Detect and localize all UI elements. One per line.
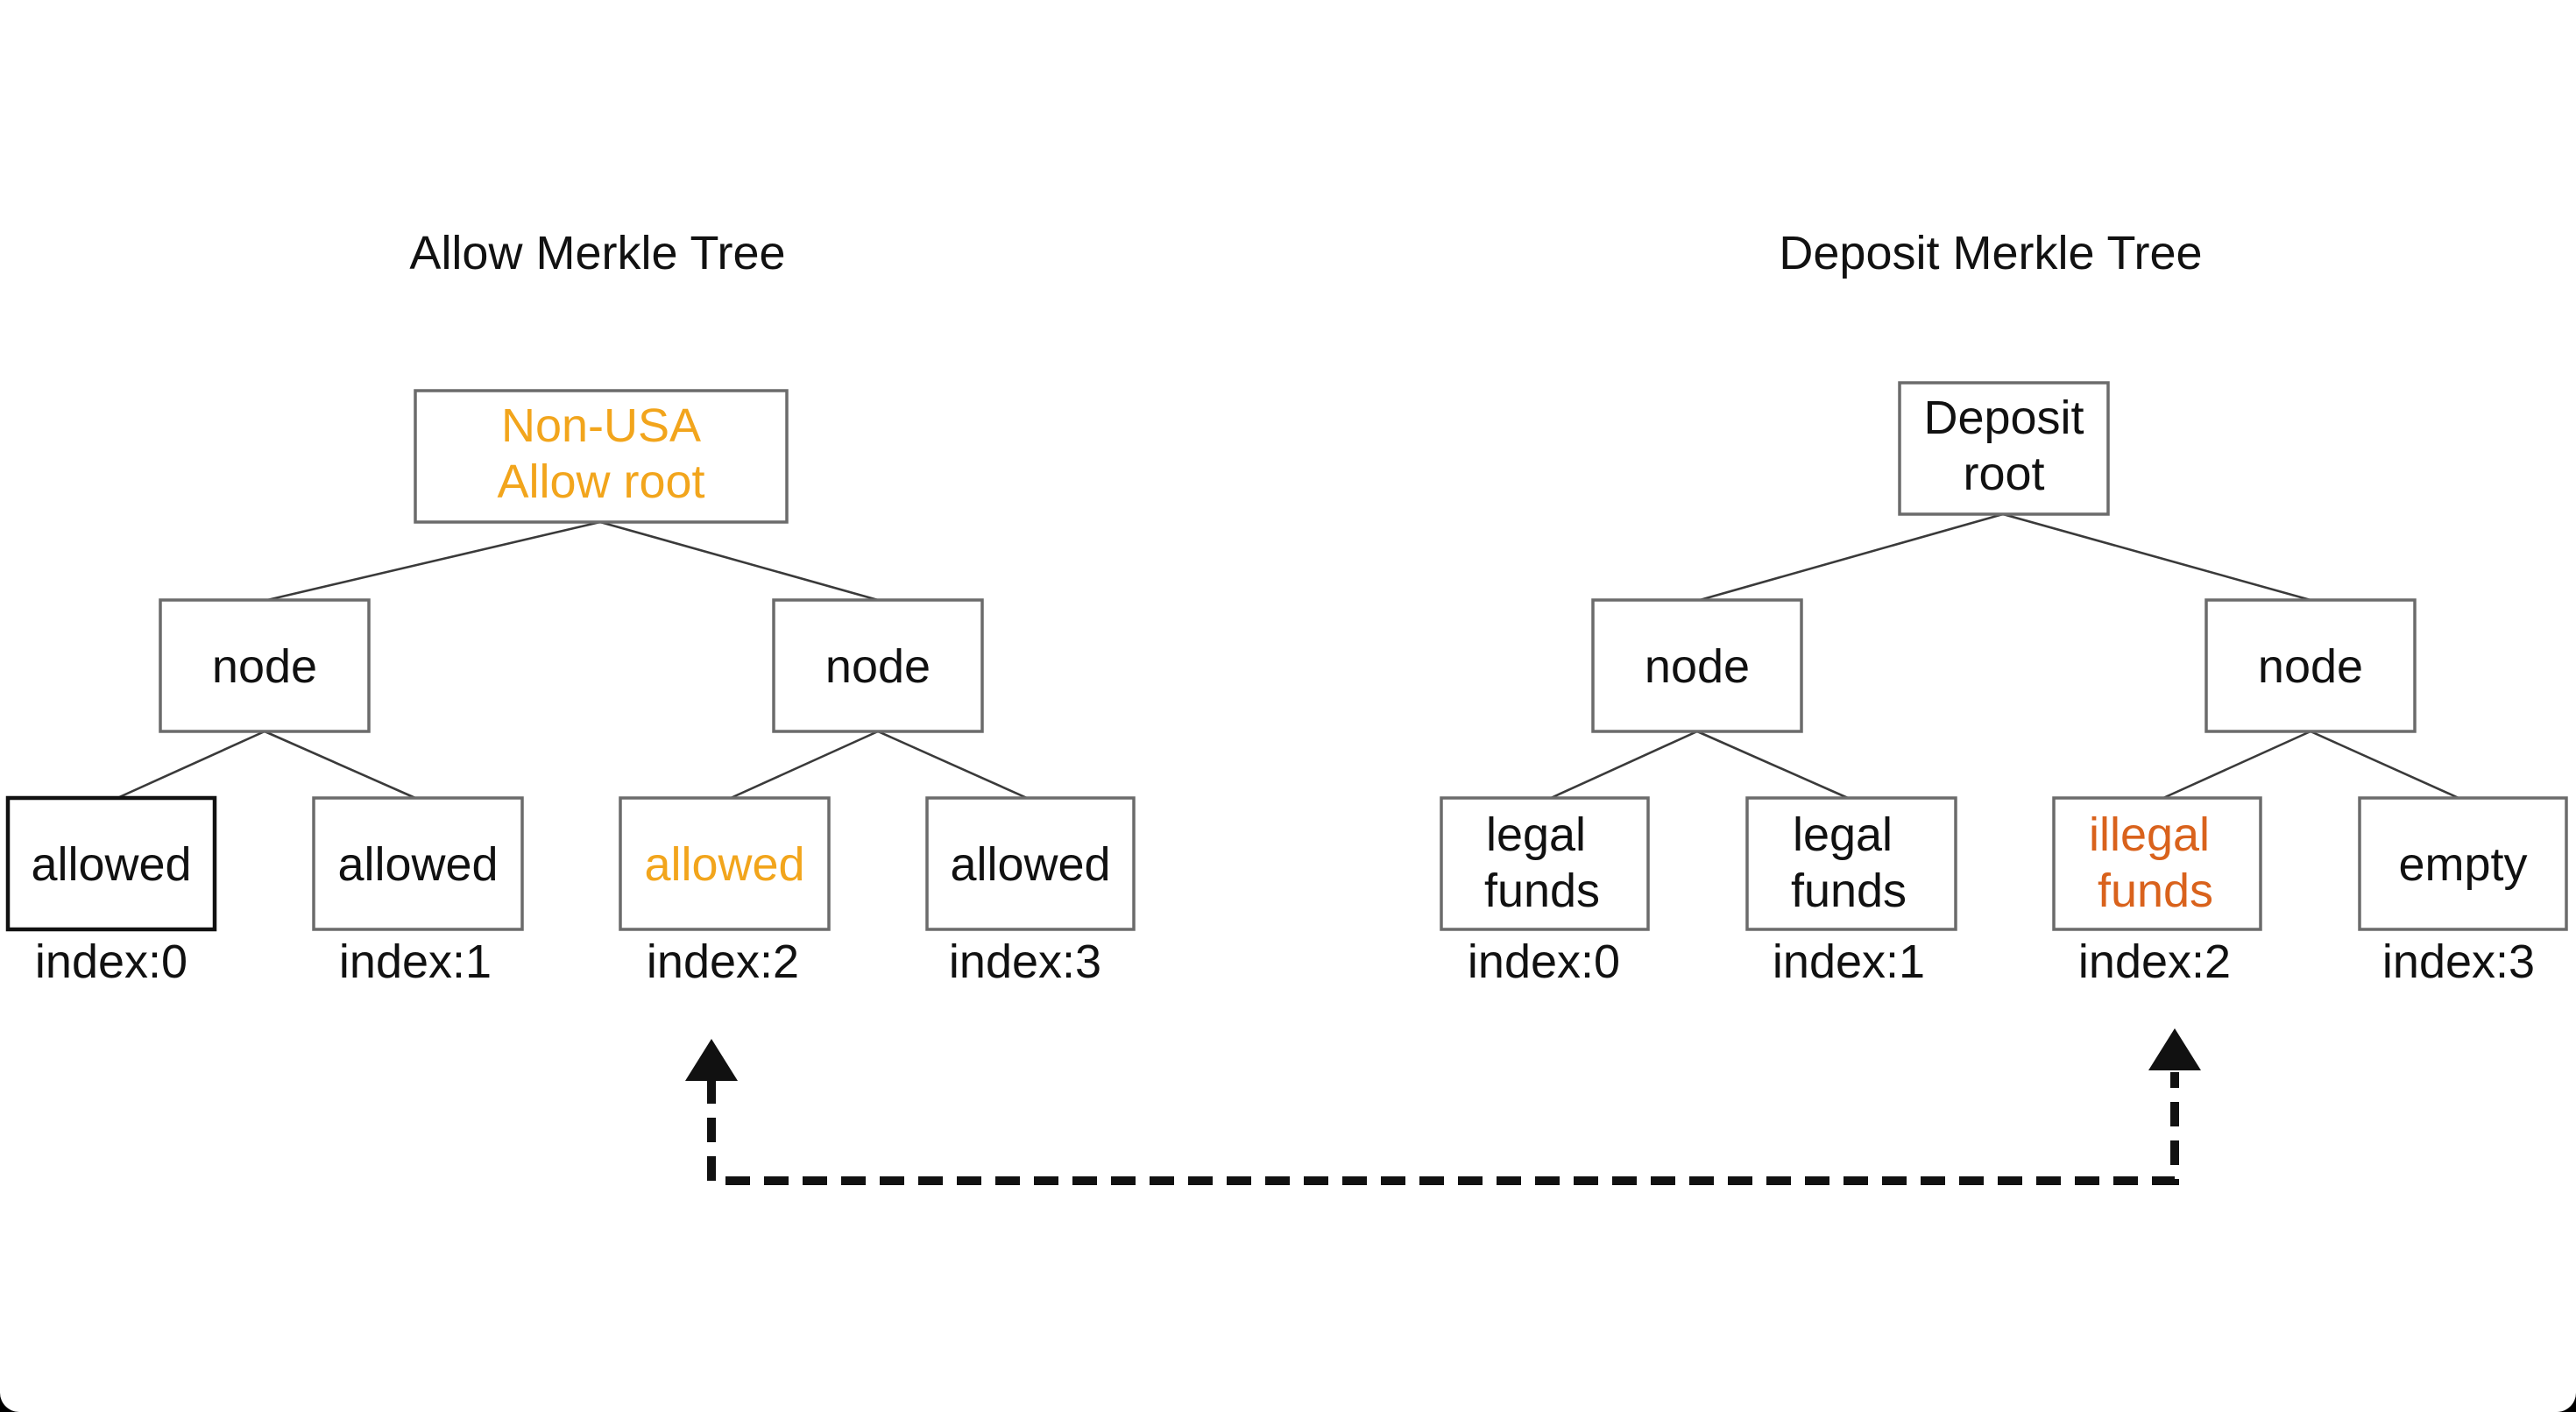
allow-node-0: node: [159, 598, 371, 733]
arrowhead-left-up-icon: [685, 1039, 738, 1081]
dashed-link-line: [707, 1072, 2179, 1185]
allow-node-1-label: node: [825, 640, 931, 693]
allow-edge-node1-leaf3: [877, 730, 1028, 800]
deposit-leaf-1-line2: funds: [1791, 865, 1907, 917]
deposit-leaf-3-index: index:3: [2382, 935, 2535, 988]
deposit-edge-node1-leaf3: [2310, 730, 2459, 800]
allow-node-1: node: [772, 598, 984, 733]
deposit-edge-node1-leaf2: [2162, 730, 2311, 800]
allow-edge-root-node1: [599, 520, 879, 602]
allow-leaf-0: allowed index:0: [5, 795, 217, 988]
deposit-leaf-0-index: index:0: [1468, 935, 1620, 988]
allow-edge-node0-leaf1: [264, 730, 416, 800]
deposit-leaf-0-line1: legal: [1486, 808, 1586, 861]
allow-edge-root-node0: [266, 520, 601, 602]
allow-tree-title: Allow Merkle Tree: [409, 227, 785, 279]
allow-merkle-tree: Allow Merkle Tree Non-USA Allow root nod…: [5, 227, 1136, 988]
deposit-root-line2: root: [1963, 448, 2044, 500]
deposit-leaf-1-index: index:1: [1773, 935, 1925, 988]
deposit-node-0-label: node: [1645, 640, 1750, 693]
allow-leaf-3: allowed index:3: [925, 796, 1136, 988]
deposit-node-0: node: [1591, 598, 1803, 733]
allow-leaf-0-index: index:0: [35, 935, 188, 988]
allow-leaf-1-label: allowed: [337, 838, 498, 891]
allow-edge-node1-leaf2: [730, 730, 879, 800]
deposit-root-line1: Deposit: [1923, 392, 2084, 444]
deposit-root-box: Deposit root: [1898, 381, 2110, 516]
allow-leaf-2-label: allowed: [644, 838, 804, 891]
deposit-edge-root-node0: [1699, 512, 2004, 602]
deposit-edge-root-node1: [2002, 512, 2311, 602]
deposit-tree-title: Deposit Merkle Tree: [1779, 227, 2202, 279]
deposit-node-1: node: [2204, 598, 2417, 733]
deposit-merkle-tree: Deposit Merkle Tree Deposit root node no…: [1440, 227, 2568, 988]
allow-leaf-3-index: index:3: [949, 935, 1101, 988]
deposit-edge-node0-leaf0: [1550, 730, 1698, 800]
arrowhead-right-up-icon: [2148, 1028, 2201, 1070]
deposit-leaf-1: legal funds index:1: [1745, 796, 1957, 988]
deposit-node-1-label: node: [2258, 640, 2363, 693]
deposit-leaf-1-line1: legal: [1793, 808, 1893, 861]
allow-root-line2: Allow root: [497, 455, 704, 508]
allow-leaf-1-index: index:1: [339, 935, 492, 988]
allow-node-0-label: node: [212, 640, 317, 693]
deposit-edge-node0-leaf1: [1696, 730, 1849, 800]
allow-leaf-0-label: allowed: [31, 838, 191, 891]
deposit-leaf-3: empty index:3: [2358, 796, 2568, 988]
deposit-leaf-2: illegal funds index:2: [2052, 796, 2262, 988]
allow-edge-node0-leaf0: [117, 730, 265, 800]
allow-root-line1: Non-USA: [501, 399, 701, 452]
index-link-connector: [685, 1028, 2201, 1185]
deposit-leaf-0-line2: funds: [1484, 865, 1600, 917]
allow-leaf-2-index: index:2: [647, 935, 799, 988]
deposit-leaf-2-line1: illegal: [2089, 808, 2210, 861]
allow-leaf-3-label: allowed: [950, 838, 1110, 891]
deposit-leaf-3-label: empty: [2398, 838, 2527, 891]
deposit-leaf-2-line2: funds: [2098, 865, 2213, 917]
allow-leaf-2: allowed index:2: [619, 796, 831, 988]
deposit-leaf-0: legal funds index:0: [1440, 796, 1650, 988]
deposit-leaf-2-index: index:2: [2078, 935, 2231, 988]
allow-root-box: Non-USA Allow root: [414, 389, 789, 524]
allow-leaf-1: allowed index:1: [312, 796, 524, 988]
